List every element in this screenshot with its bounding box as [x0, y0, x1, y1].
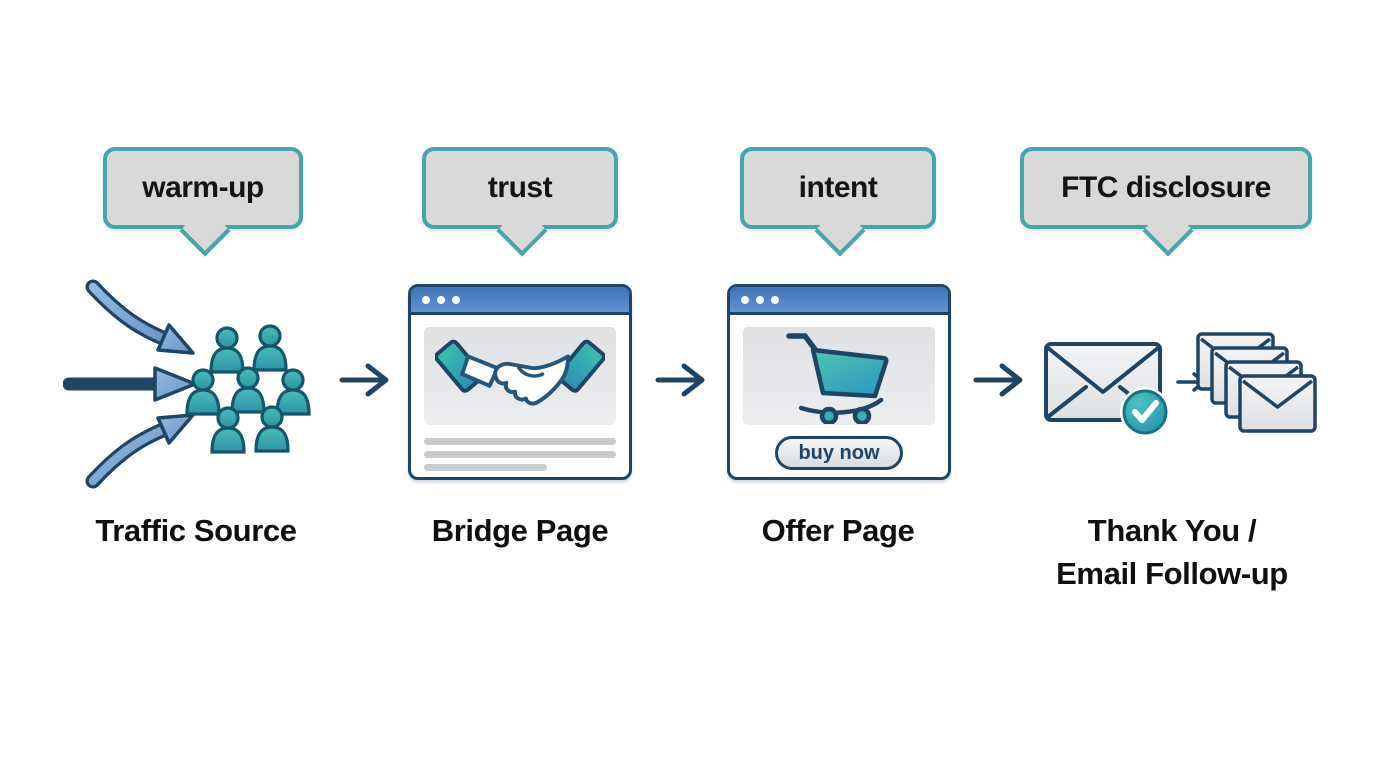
traffic-source-icon	[63, 279, 311, 489]
annotation-bubble-ftc-disclosure: FTC disclosure	[1020, 147, 1312, 257]
email-sequence-stack-icon	[1196, 332, 1317, 433]
incoming-arrow-top-icon	[85, 279, 195, 355]
hero-image-placeholder	[424, 327, 616, 425]
text-placeholder-lines	[424, 438, 616, 471]
bridge-page-window	[408, 284, 632, 480]
text-line-placeholder	[424, 464, 547, 471]
window-dot-icon	[741, 295, 749, 304]
window-dot-icon	[771, 295, 779, 304]
bubble-tail	[179, 205, 231, 257]
stage-label-bridge-page: Bridge Page	[431, 513, 609, 548]
annotation-text: intent	[798, 171, 878, 204]
buy-now-button[interactable]: buy now	[775, 436, 903, 470]
check-icon	[1132, 400, 1159, 423]
flow-arrow-icon	[973, 363, 1023, 397]
stage-label-offer-page: Offer Page	[761, 513, 915, 548]
handshake-icon	[435, 339, 605, 406]
audience-people-icon	[185, 324, 311, 454]
window-dot-icon	[422, 295, 430, 304]
window-dot-icon	[437, 295, 445, 304]
bubble-tail	[1142, 205, 1194, 257]
text-line-placeholder	[424, 451, 616, 458]
window-dot-icon	[756, 295, 764, 304]
incoming-arrow-middle-icon	[63, 366, 197, 402]
confirmed-email-icon	[1044, 342, 1170, 437]
incoming-arrow-bottom-icon	[85, 413, 195, 489]
annotation-bubble-warm-up: warm-up	[103, 147, 303, 257]
stage-label-traffic-source: Traffic Source	[95, 513, 297, 548]
bubble-tail	[814, 205, 866, 257]
bubble-tail	[496, 205, 548, 257]
stage-label-thank-you-email-followup: Thank You / Email Follow-up	[1056, 513, 1288, 591]
browser-titlebar	[730, 287, 948, 315]
window-dot-icon	[452, 295, 460, 304]
flow-arrow-icon	[339, 363, 389, 397]
text-line-placeholder	[424, 438, 616, 445]
browser-titlebar	[411, 287, 629, 315]
offer-page-window: buy now	[727, 284, 951, 480]
annotation-bubble-trust: trust	[422, 147, 618, 257]
annotation-bubble-intent: intent	[740, 147, 936, 257]
annotation-text: FTC disclosure	[1061, 171, 1271, 204]
email-followup-icon	[1044, 332, 1317, 437]
flow-arrow-icon	[655, 363, 705, 397]
product-image-placeholder	[743, 327, 935, 425]
annotation-text: warm-up	[142, 171, 264, 204]
annotation-text: trust	[487, 171, 553, 204]
shopping-cart-icon	[786, 333, 889, 424]
